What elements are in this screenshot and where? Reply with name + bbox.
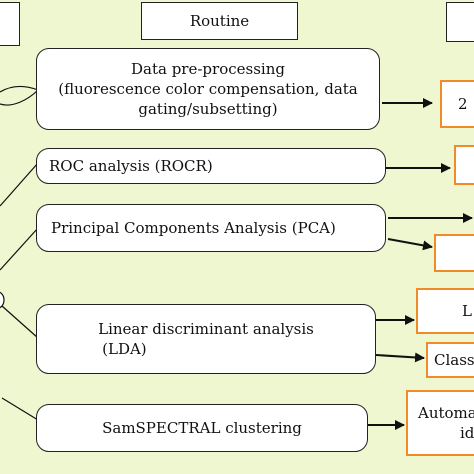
lda-line2: (LDA): [102, 340, 147, 358]
output-label-classification: Class: [434, 351, 474, 369]
pca-label: Principal Components Analysis (PCA): [51, 219, 336, 237]
left-connector-roc: [0, 162, 39, 207]
preprocessing-line2: (fluorescence color compensation, data: [58, 80, 358, 98]
roc-analysis-label: ROC analysis (ROCR): [49, 157, 213, 175]
header-routine-box: Routine: [141, 2, 298, 40]
left-node: [0, 291, 5, 309]
header-right-box: [446, 2, 474, 42]
output-label-samspectral-line2: ide: [460, 424, 474, 442]
left-connector-pca: [0, 227, 39, 271]
output-label-lda: L: [462, 302, 472, 320]
header-routine-label: Routine: [189, 12, 250, 30]
samspectral-box: SamSPECTRAL clustering: [36, 404, 368, 452]
output-box-lda: L: [416, 288, 474, 334]
arrow-lda-2: [375, 352, 425, 363]
output-box-roc: [454, 145, 474, 185]
left-connector-samspectral: [1, 397, 39, 421]
lda-box: Linear discriminant analysis (LDA): [36, 304, 376, 374]
header-left-box: [0, 2, 20, 46]
output-label-samspectral-line1: Automa: [418, 404, 474, 422]
output-box-preprocessing: 2: [440, 80, 474, 128]
preprocessing-line1: Data pre-processing: [131, 60, 285, 78]
preprocessing-box: Data pre-processing (fluorescence color …: [36, 48, 380, 130]
output-box-classification: Class: [426, 342, 474, 378]
preprocessing-line3: gating/subsetting): [138, 100, 278, 118]
arrow-pca-2: [387, 238, 433, 251]
output-box-samspectral: Automa ide: [406, 390, 474, 456]
left-connector-lda: [1, 305, 39, 339]
left-loop-curve: [0, 85, 40, 106]
output-box-pca: [434, 234, 474, 272]
samspectral-label: SamSPECTRAL clustering: [102, 419, 302, 437]
pca-box: Principal Components Analysis (PCA): [36, 204, 386, 252]
lda-line1: Linear discriminant analysis: [98, 320, 314, 338]
roc-analysis-box: ROC analysis (ROCR): [36, 148, 386, 184]
output-label-preprocessing: 2: [458, 95, 468, 113]
